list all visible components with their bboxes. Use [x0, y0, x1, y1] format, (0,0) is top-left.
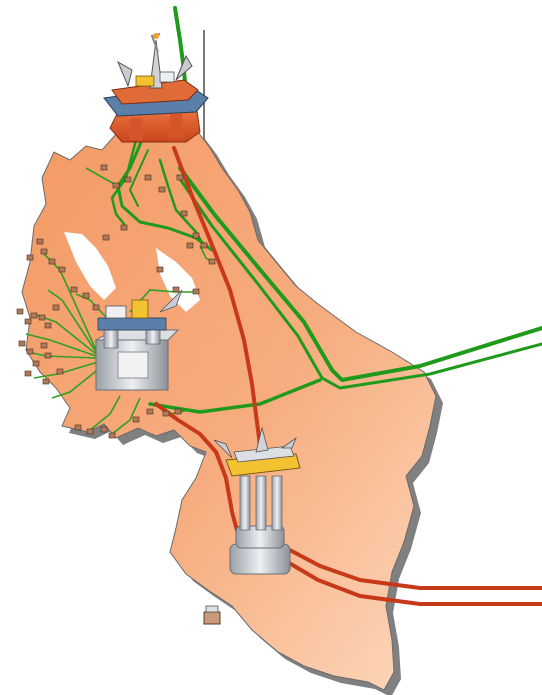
wellhead-icon	[53, 305, 59, 310]
platform-module	[160, 72, 174, 82]
wellhead-icon	[19, 341, 25, 346]
platform-module	[132, 300, 148, 318]
wellhead-icon	[27, 255, 33, 260]
wellhead-icon	[71, 287, 77, 292]
wellhead-icon	[193, 233, 199, 238]
subsea-template-south	[204, 606, 220, 624]
wellhead-icon	[93, 305, 99, 310]
platform-crane	[118, 62, 132, 86]
field-fill	[22, 120, 436, 690]
template-frame	[204, 612, 220, 624]
wellhead-icon	[25, 371, 31, 376]
platform-topside	[98, 318, 166, 330]
wellhead-icon	[187, 243, 193, 248]
platform-module	[136, 76, 154, 86]
wellhead-icon	[175, 409, 181, 414]
gbs-shaft	[256, 476, 266, 530]
platform-base-opening	[118, 352, 148, 378]
wellhead-icon	[181, 211, 187, 216]
wellhead-icon	[177, 175, 183, 180]
wellhead-icon	[145, 175, 151, 180]
gbs-shaft	[240, 476, 250, 530]
gbs-shaft	[272, 476, 282, 530]
wellhead-icon	[121, 225, 127, 230]
wellhead-icon	[173, 287, 179, 292]
platform-module	[106, 306, 126, 318]
wellhead-icon	[39, 315, 45, 320]
semi-submersible-platform-north	[104, 30, 208, 142]
wellhead-icon	[193, 289, 199, 294]
wellhead-icon	[133, 417, 139, 422]
wellhead-icon	[41, 249, 47, 254]
wellhead-icon	[33, 361, 39, 366]
platform-column	[130, 118, 142, 140]
wellhead-icon	[25, 319, 31, 324]
wellhead-icon	[43, 379, 49, 384]
wellhead-icon	[159, 187, 165, 192]
wellhead-icon	[87, 429, 93, 434]
wellhead-icon	[45, 353, 51, 358]
wellhead-icon	[147, 409, 153, 414]
wellhead-icon	[75, 425, 81, 430]
wellhead-icon	[103, 235, 109, 240]
wellhead-icon	[101, 427, 107, 432]
wellhead-icon	[157, 267, 163, 272]
wellhead-icon	[41, 343, 47, 348]
wellhead-icon	[27, 349, 33, 354]
wellhead-icon	[109, 433, 115, 438]
wellhead-icon	[31, 313, 37, 318]
flare-icon	[153, 33, 159, 39]
wellhead-icon	[101, 165, 107, 170]
wellhead-icon	[125, 177, 131, 182]
wellhead-icon	[37, 239, 43, 244]
wellhead-icon	[201, 243, 207, 248]
wellhead-icon	[17, 309, 23, 314]
platform-riser-mast	[203, 30, 205, 140]
wellhead-icon	[209, 259, 215, 264]
wellhead-icon	[163, 411, 169, 416]
wellhead-icon	[113, 183, 119, 188]
wellhead-icon	[49, 259, 55, 264]
wellhead-icon	[57, 369, 63, 374]
template-roof	[206, 606, 218, 612]
platform-column	[170, 114, 182, 138]
wellhead-icon	[59, 267, 65, 272]
wellhead-icon	[83, 293, 89, 298]
wellhead-icon	[45, 323, 51, 328]
